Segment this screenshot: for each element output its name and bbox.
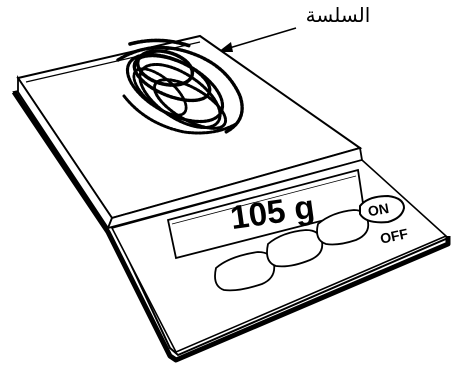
annotation-arrow <box>218 28 296 52</box>
chain-label: السلسة <box>306 3 371 27</box>
